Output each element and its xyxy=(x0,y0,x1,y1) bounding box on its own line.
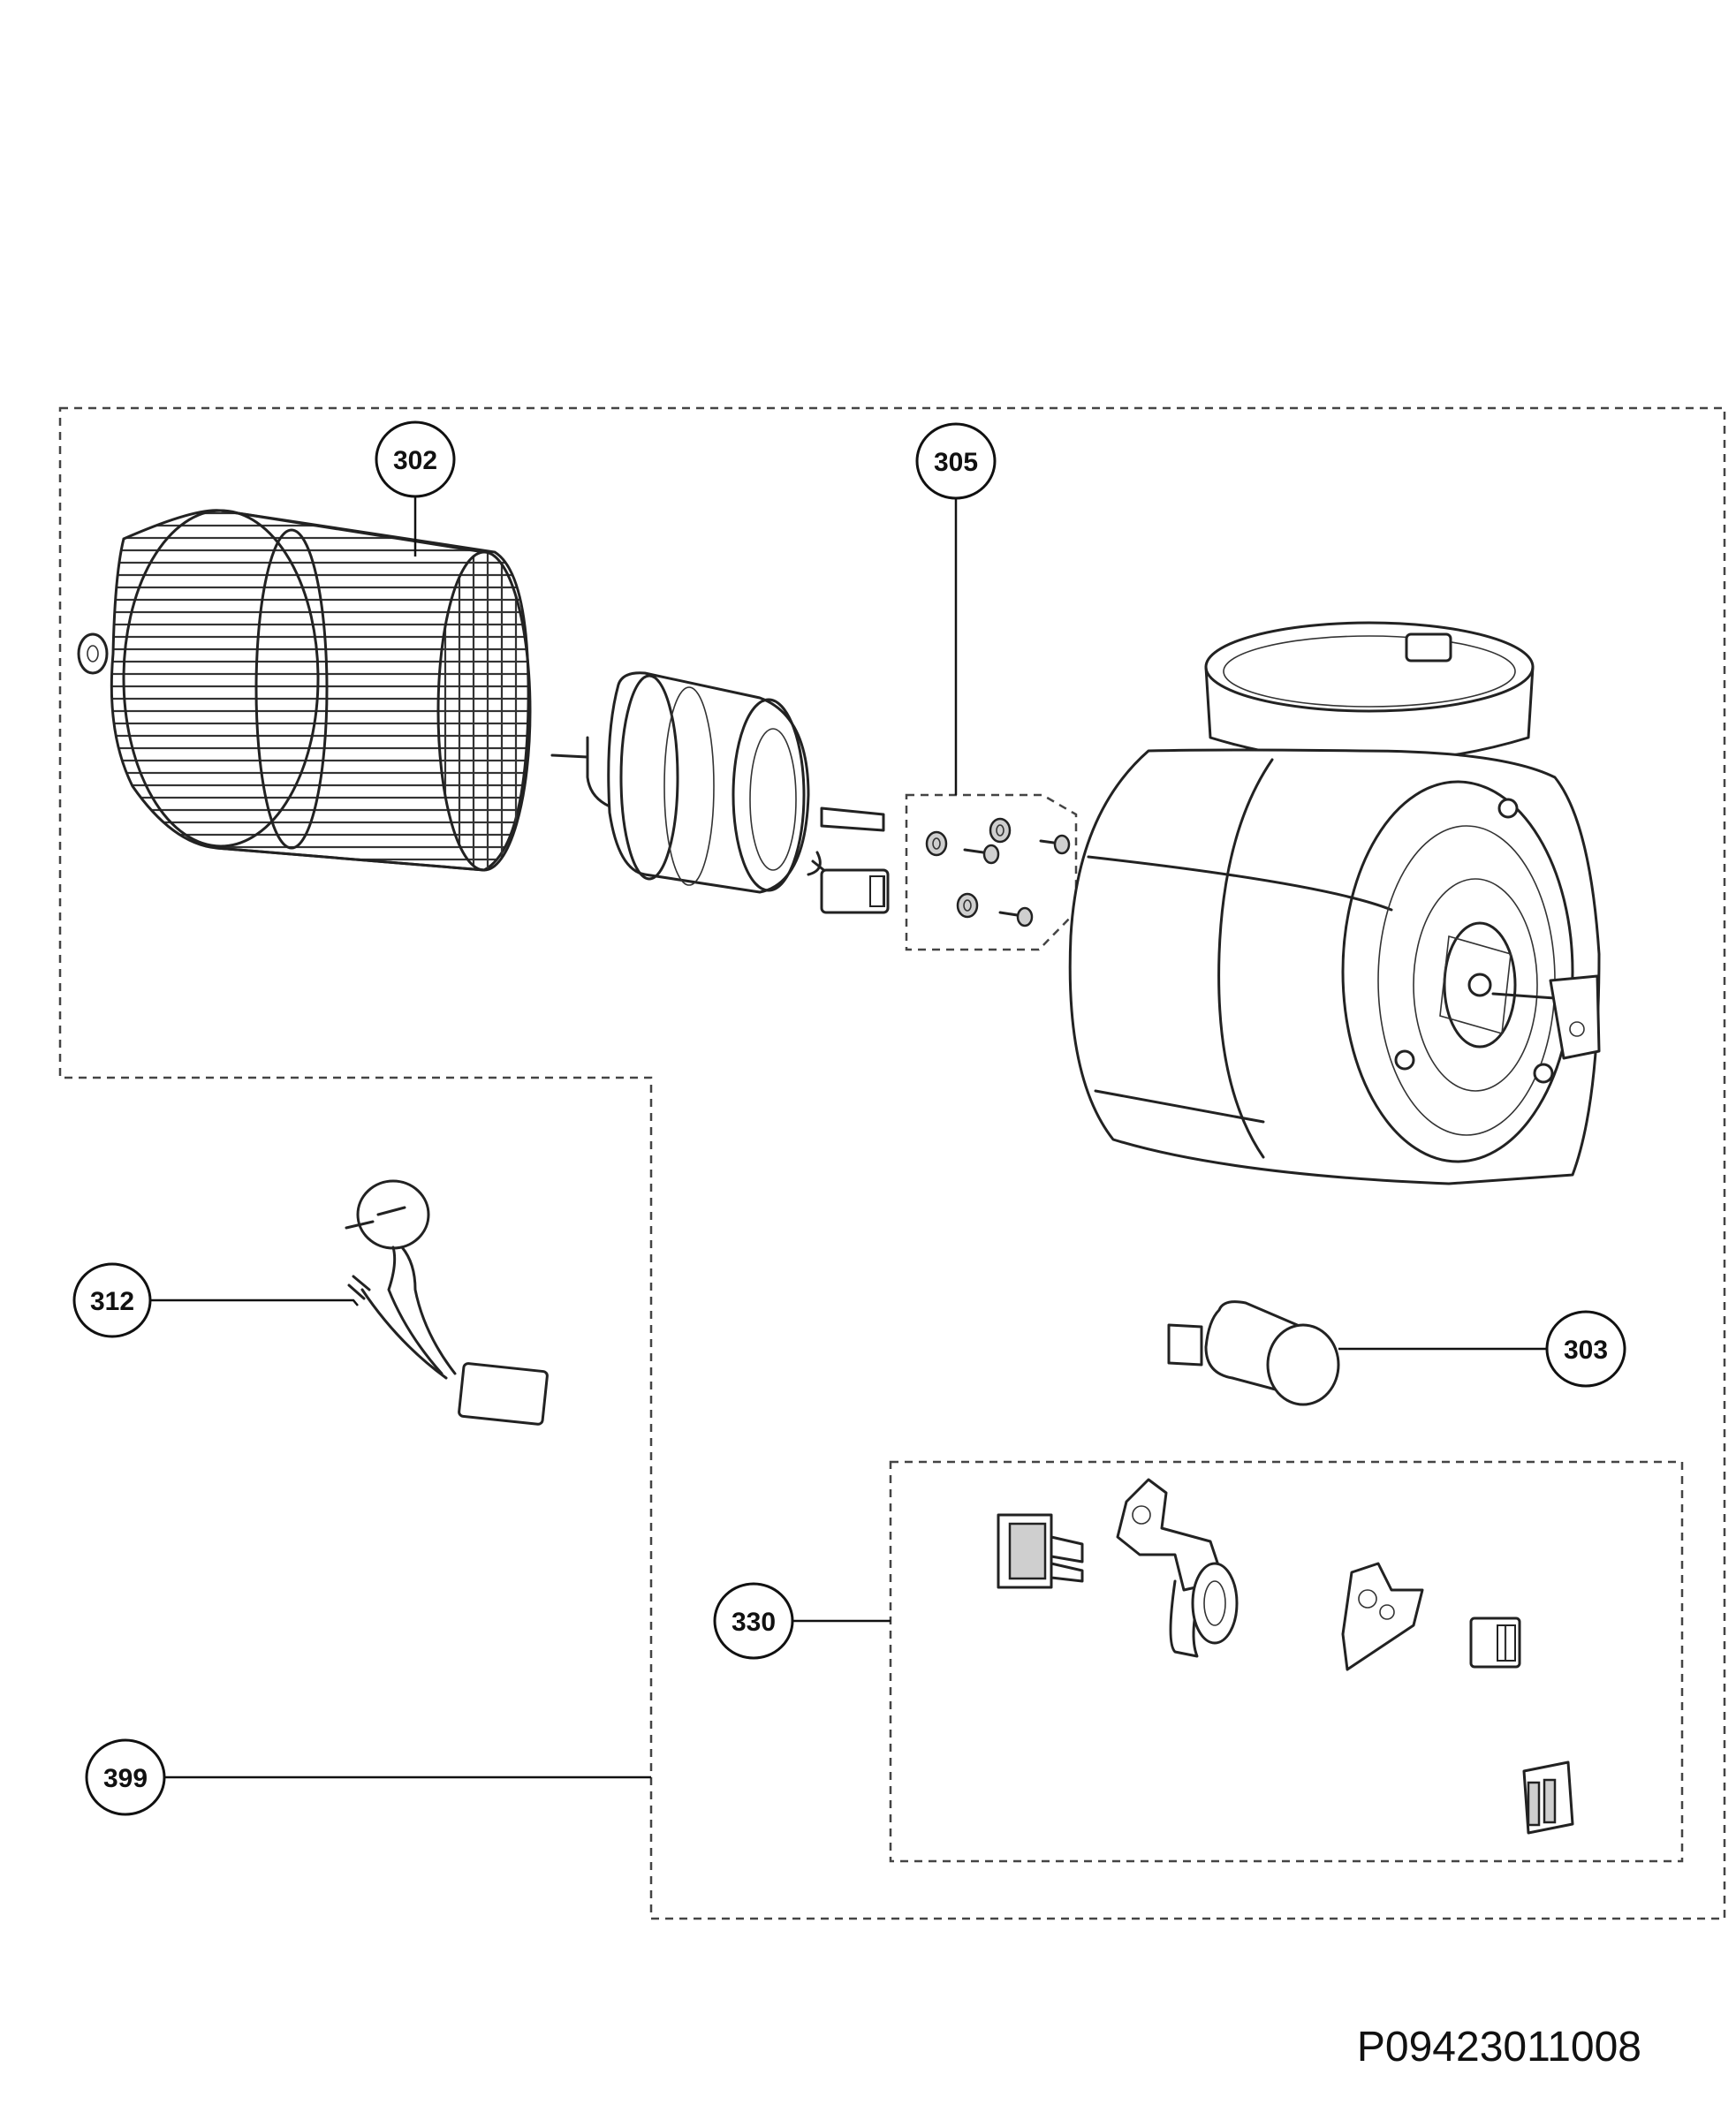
blower-wheel-part xyxy=(77,509,532,872)
callout-303[interactable]: 303 xyxy=(1545,1310,1626,1388)
kit-330-outline xyxy=(889,1460,1684,1863)
callout-399[interactable]: 399 xyxy=(85,1738,166,1816)
leader-312 xyxy=(150,1298,359,1306)
callout-312[interactable]: 312 xyxy=(72,1262,152,1338)
svg-text:302: 302 xyxy=(393,446,437,475)
callout-305[interactable]: 305 xyxy=(915,422,997,500)
svg-text:305: 305 xyxy=(934,448,978,477)
svg-text:303: 303 xyxy=(1564,1336,1608,1365)
capacitor-part xyxy=(1167,1300,1340,1406)
callout-302[interactable]: 302 xyxy=(375,420,456,498)
microswitch-part xyxy=(1341,1562,1424,1671)
svg-text:312: 312 xyxy=(90,1287,134,1316)
motor-part xyxy=(550,671,890,914)
power-cord-part xyxy=(345,1179,549,1426)
screw-kit-part xyxy=(925,817,1071,928)
kit-305-outline xyxy=(905,793,1078,951)
svg-text:330: 330 xyxy=(732,1608,776,1637)
connector-block-part xyxy=(1469,1616,1521,1669)
terminal-clip-part xyxy=(1522,1760,1574,1835)
switch-kit-parts xyxy=(997,1478,1574,1835)
diagram-code: P09423011008 xyxy=(1357,2024,1641,2071)
scroll-housing-part xyxy=(1068,621,1601,1185)
rocker-switch-part xyxy=(997,1513,1084,1589)
callout-330[interactable]: 330 xyxy=(713,1582,794,1660)
damper-bracket-part xyxy=(1116,1478,1239,1658)
assembly-399-outline xyxy=(58,406,1726,1920)
svg-text:399: 399 xyxy=(103,1764,148,1793)
